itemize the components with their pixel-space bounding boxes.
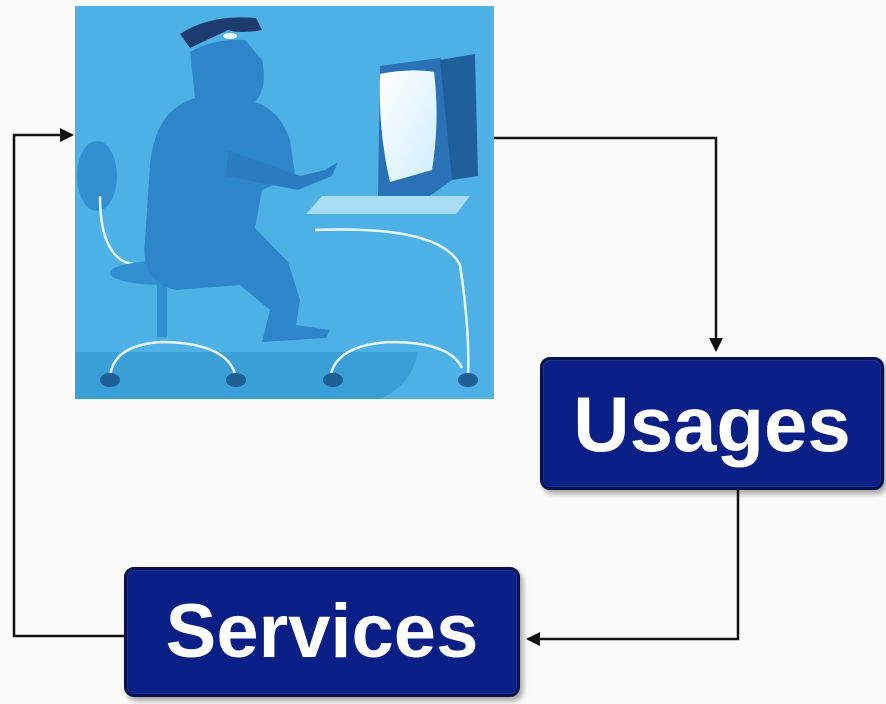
edge-usages-to-services: [526, 490, 740, 646]
services-label: Services: [165, 589, 479, 674]
person-at-computer-icon: [75, 6, 494, 399]
services-node: Services: [124, 567, 520, 697]
usages-label: Usages: [573, 379, 851, 468]
edge-services-to-user: [12, 128, 124, 638]
usages-node: Usages: [540, 357, 884, 490]
edge-user-to-usages: [494, 136, 723, 352]
